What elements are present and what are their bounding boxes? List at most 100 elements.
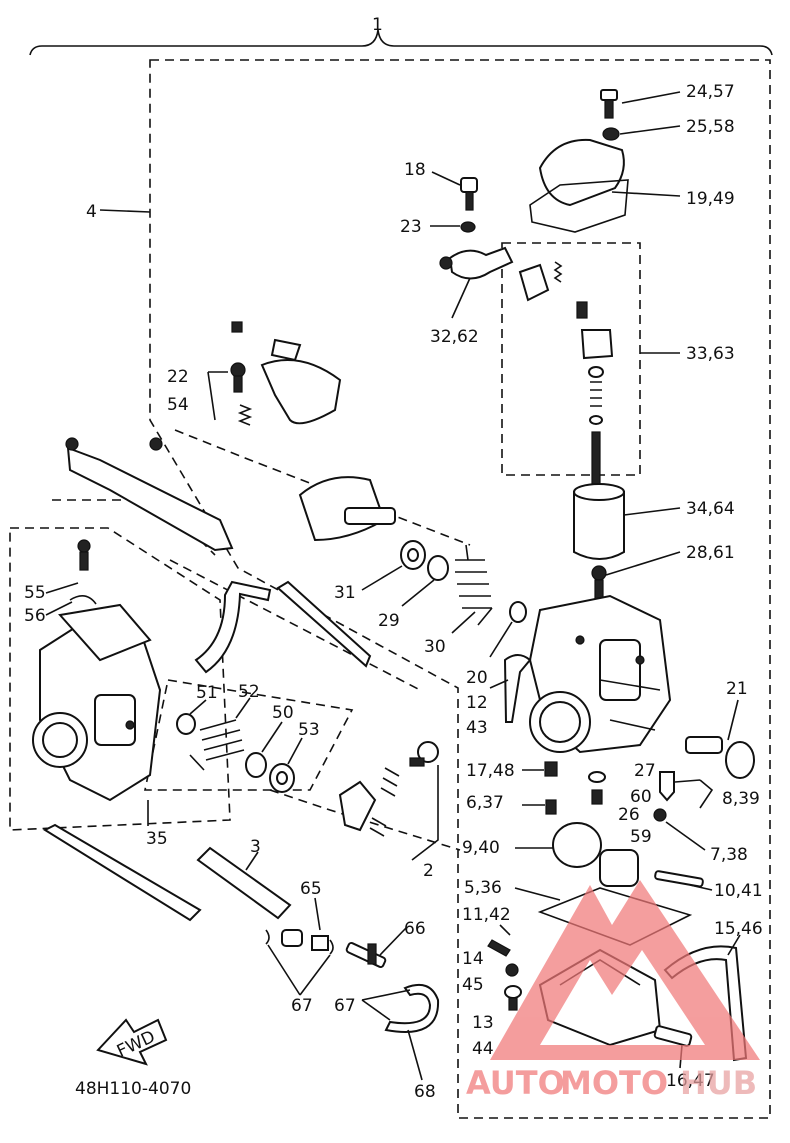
throttle-bracket-32-62 bbox=[439, 246, 514, 280]
label-15-46: 15,46 bbox=[714, 919, 763, 939]
leader-19-49 bbox=[611, 191, 681, 197]
group-box-33-63 bbox=[501, 242, 641, 476]
spacer-50 bbox=[245, 752, 267, 778]
label-12-43-b: 43 bbox=[466, 718, 488, 738]
label-10-41: 10,41 bbox=[714, 881, 763, 901]
assembly-bracket bbox=[29, 29, 773, 56]
carburetor-body-secondary bbox=[32, 603, 162, 802]
leader-8-39 bbox=[674, 779, 714, 809]
spring-52 bbox=[189, 719, 245, 771]
leader-67a bbox=[267, 944, 331, 996]
leader-20 bbox=[489, 621, 513, 658]
washer-60 bbox=[588, 771, 606, 783]
washer-23 bbox=[460, 221, 476, 233]
leader-18 bbox=[431, 171, 461, 186]
dashed-leader-d bbox=[269, 789, 461, 851]
label-13-44-b: 44 bbox=[472, 1039, 494, 1059]
watermark-triangle-icon bbox=[490, 880, 760, 1060]
leader-52 bbox=[235, 697, 251, 719]
label-24-57: 24,57 bbox=[686, 82, 735, 102]
label-26: 26 bbox=[618, 805, 640, 825]
leader-2 bbox=[411, 765, 439, 861]
leader-11-42 bbox=[499, 924, 511, 936]
group-box-35 bbox=[9, 527, 231, 831]
piston-valve-34-64 bbox=[573, 483, 625, 560]
jet-17-48 bbox=[544, 761, 558, 777]
leader-22-54 bbox=[207, 371, 228, 421]
assembly-outline bbox=[149, 59, 771, 1119]
label-23: 23 bbox=[400, 217, 422, 237]
watermark-logo: AUTO MOTO HUB bbox=[466, 880, 760, 1102]
link-plate-bolt-b bbox=[149, 437, 163, 451]
spacer-29 bbox=[427, 555, 449, 581]
label-11-42: 11,42 bbox=[462, 905, 511, 925]
throttle-link-2 bbox=[338, 741, 439, 837]
screw-11-42 bbox=[487, 939, 511, 957]
adjuster-screw-22-54 bbox=[230, 362, 253, 426]
fwd-arrow-icon: FWD bbox=[96, 1018, 168, 1066]
leader-32-62 bbox=[451, 277, 471, 319]
jet-6-37 bbox=[545, 799, 557, 815]
label-18: 18 bbox=[404, 160, 426, 180]
label-22-54-b: 54 bbox=[167, 395, 189, 415]
label-56: 56 bbox=[24, 606, 46, 626]
seal-53 bbox=[269, 763, 295, 793]
stay-bar bbox=[42, 823, 202, 922]
drawing-id: 48H110-4070 bbox=[75, 1079, 191, 1099]
label-68: 68 bbox=[414, 1082, 436, 1102]
label-8-39: 8,39 bbox=[722, 789, 760, 809]
label-34-64: 34,64 bbox=[686, 499, 735, 519]
watermark-text-2: MOTO bbox=[560, 1064, 668, 1102]
leader-24-57 bbox=[621, 91, 681, 104]
label-20: 20 bbox=[466, 668, 488, 688]
vent-hose-b bbox=[276, 580, 372, 668]
leader-12-43 bbox=[489, 679, 509, 689]
vent-hose-a bbox=[194, 580, 272, 674]
leader-66 bbox=[379, 927, 407, 956]
label-65: 65 bbox=[300, 879, 322, 899]
screw-18 bbox=[460, 177, 478, 211]
linkage-bracket bbox=[231, 321, 342, 425]
drain-screw-16-47 bbox=[653, 1025, 693, 1047]
leader-15-46 bbox=[727, 934, 741, 956]
label-19-49: 19,49 bbox=[686, 189, 735, 209]
label-12-43-a: 12 bbox=[466, 693, 488, 713]
throttle-valve-parts-33-63 bbox=[518, 261, 614, 495]
label-1: 1 bbox=[372, 15, 383, 35]
fuel-pipe-66 bbox=[345, 942, 387, 968]
leader-56 bbox=[45, 601, 73, 616]
fuel-joint-65 bbox=[265, 929, 334, 955]
collar-20 bbox=[509, 601, 527, 623]
leader-34-64 bbox=[623, 507, 681, 516]
label-29: 29 bbox=[378, 611, 400, 631]
leader-29 bbox=[401, 579, 435, 607]
label-51: 51 bbox=[196, 683, 218, 703]
label-55: 55 bbox=[24, 583, 46, 603]
label-17-48: 17,48 bbox=[466, 761, 515, 781]
label-2: 2 bbox=[423, 861, 434, 881]
label-22-54-a: 22 bbox=[167, 367, 189, 387]
screw-27 bbox=[659, 771, 675, 802]
label-67-a: 67 bbox=[291, 996, 313, 1016]
leader-4 bbox=[99, 209, 151, 213]
label-28-61: 28,61 bbox=[686, 543, 735, 563]
label-5-36: 5,36 bbox=[464, 878, 502, 898]
screw-55 bbox=[77, 539, 91, 571]
leader-21 bbox=[727, 699, 739, 741]
collar-51 bbox=[176, 713, 196, 735]
label-31: 31 bbox=[334, 583, 356, 603]
label-33-63: 33,63 bbox=[686, 344, 735, 364]
screw-59 bbox=[653, 808, 667, 822]
label-59: 59 bbox=[630, 827, 652, 847]
dashed-leader-c bbox=[169, 559, 421, 691]
dashed-leader-b bbox=[174, 429, 471, 546]
label-7-38: 7,38 bbox=[710, 845, 748, 865]
label-67-b: 67 bbox=[334, 996, 356, 1016]
label-9-40: 9,40 bbox=[462, 838, 500, 858]
label-16-47: 16,47 bbox=[666, 1071, 715, 1091]
link-plate-bolt-a bbox=[65, 437, 79, 451]
label-50: 50 bbox=[272, 703, 294, 723]
label-21: 21 bbox=[726, 679, 748, 699]
leader-51 bbox=[189, 699, 207, 715]
